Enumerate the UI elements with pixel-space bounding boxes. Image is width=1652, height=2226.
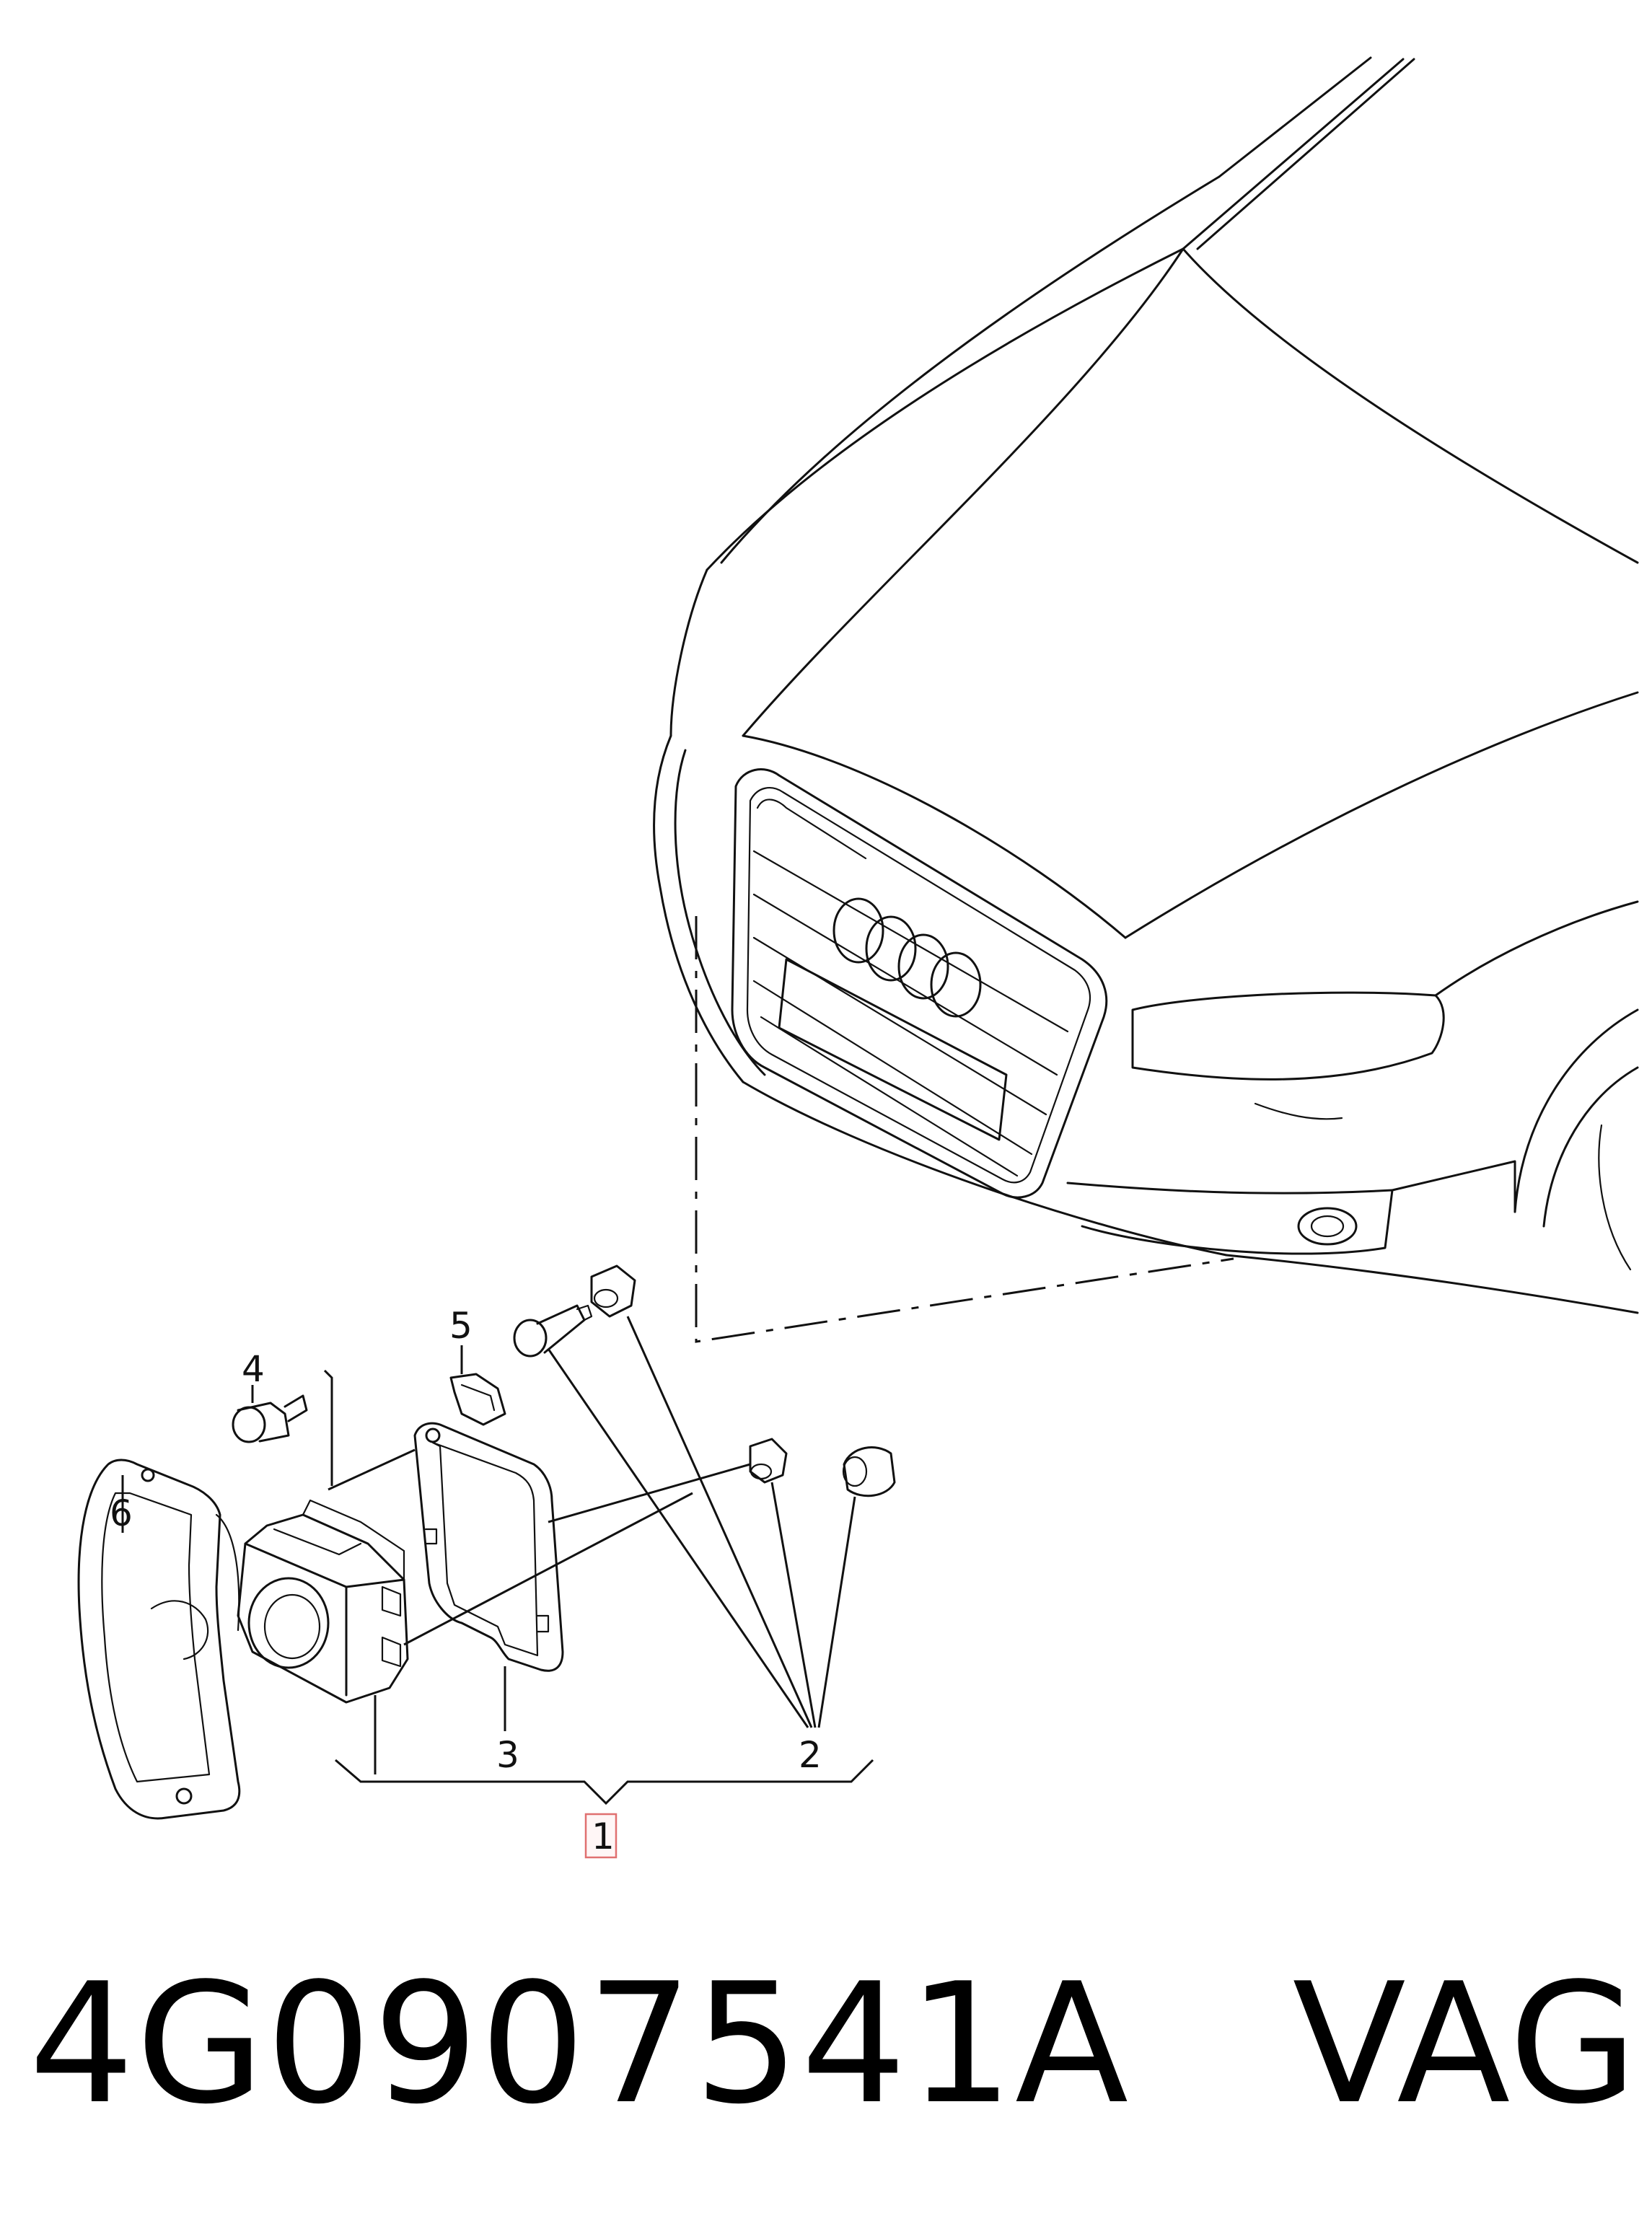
part-number: 4G0907541A [29,1948,1130,2141]
callout-1-highlight-box [584,1813,618,1859]
part-6-trim-frame [77,1459,241,1820]
mounting-location-leader [695,916,1234,1343]
callout-5: 5 [449,1305,473,1347]
car-front-illustration [653,56,1639,1314]
callout-2: 2 [799,1734,822,1776]
part-2-fasteners [513,1264,896,1497]
part-5-clip [449,1373,506,1426]
callout-3: 3 [496,1734,519,1776]
brand-name: VAG [1292,1948,1639,2141]
callout-4: 4 [242,1348,265,1390]
callout-1: 1 [592,1816,615,1857]
callout-6: 6 [110,1492,133,1534]
brand-rings-logo [832,897,982,1018]
part-number-caption: 4G0907541A VAG [29,1962,1639,2128]
leader-lines [121,1316,874,1805]
part-4-bolt [232,1394,308,1443]
radar-sensor-unit [237,1499,409,1704]
part-3-bracket [413,1422,564,1672]
